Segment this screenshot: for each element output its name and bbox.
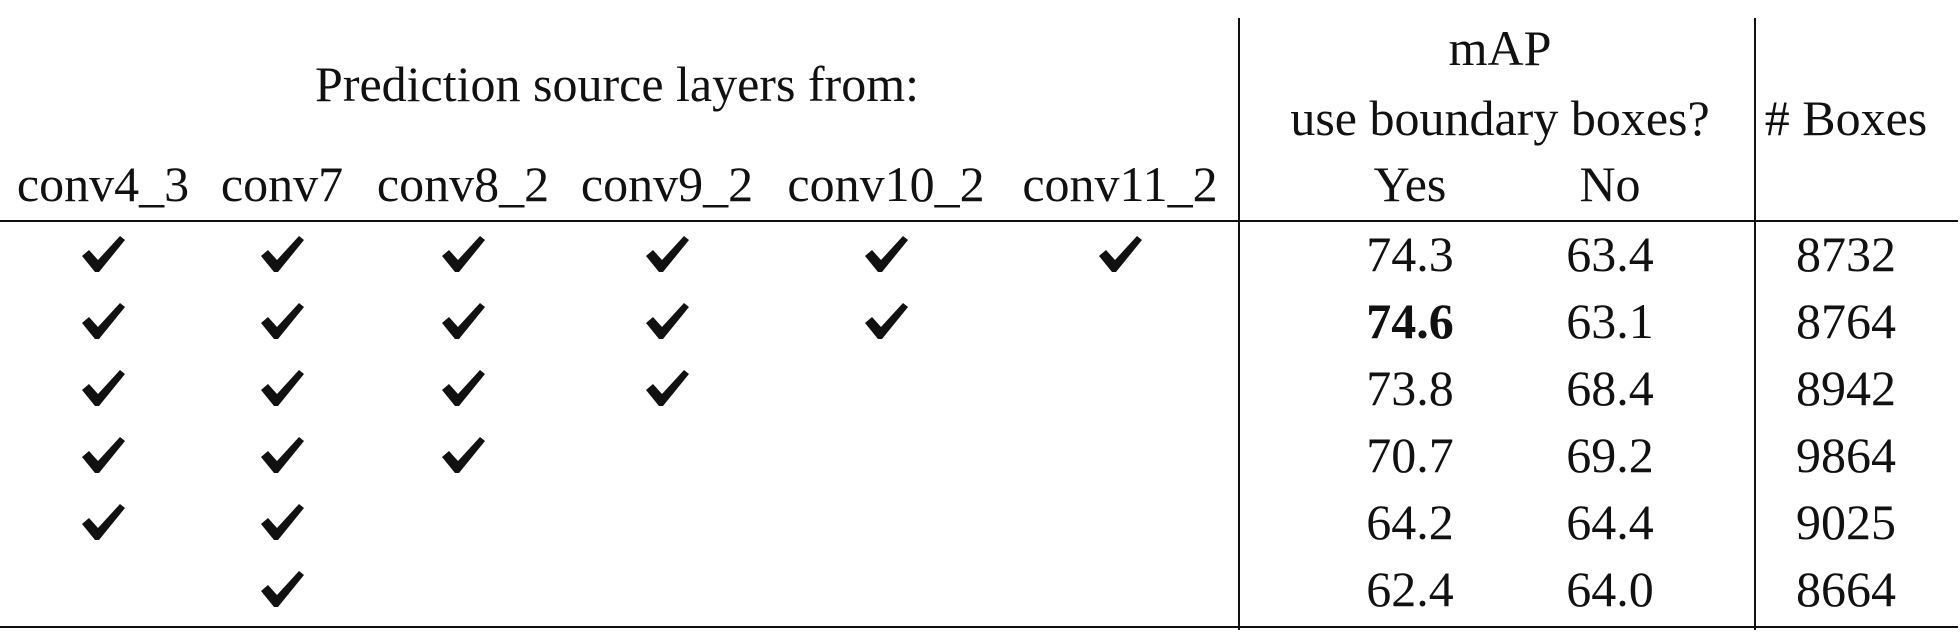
map-yes-cell: 73.8 [1366, 360, 1454, 416]
heavy-check-mark-icon [1099, 236, 1142, 272]
col-header-conv4_3: conv4_3 [16, 156, 190, 212]
col-header-conv11_2: conv11_2 [1022, 156, 1218, 212]
heavy-check-mark-icon [82, 370, 125, 406]
bottom-rule [0, 626, 1958, 628]
heavy-check-mark-icon [261, 370, 304, 406]
boxes-cell: 8664 [1796, 561, 1896, 617]
boxes-header: # Boxes [1764, 90, 1928, 146]
vertical-rule-right [1754, 18, 1756, 630]
boxes-cell: 8732 [1796, 226, 1896, 282]
heavy-check-mark-icon [865, 303, 908, 339]
vertical-rule-left [1238, 18, 1240, 630]
map-yes-cell: 64.2 [1366, 494, 1454, 550]
boxes-cell: 8942 [1796, 360, 1896, 416]
map-no-cell: 63.4 [1566, 226, 1654, 282]
map-yes-cell: 70.7 [1366, 427, 1454, 483]
heavy-check-mark-icon [646, 370, 689, 406]
boxes-cell: 9025 [1796, 494, 1896, 550]
heavy-check-mark-icon [442, 437, 485, 473]
heavy-check-mark-icon [442, 303, 485, 339]
map-yes-cell: 74.6 [1366, 293, 1454, 349]
col-header-conv8_2: conv8_2 [376, 156, 550, 212]
map-no-cell: 64.0 [1566, 561, 1654, 617]
boxes-cell: 8764 [1796, 293, 1896, 349]
heavy-check-mark-icon [261, 236, 304, 272]
heavy-check-mark-icon [442, 236, 485, 272]
heavy-check-mark-icon [261, 504, 304, 540]
map-no-cell: 69.2 [1566, 427, 1654, 483]
col-header-no: No [1579, 156, 1641, 212]
heavy-check-mark-icon [261, 437, 304, 473]
heavy-check-mark-icon [646, 303, 689, 339]
map-header-line2: use boundary boxes? [1290, 90, 1710, 146]
map-no-cell: 64.4 [1566, 494, 1654, 550]
layers-group-header: Prediction source layers from: [315, 56, 919, 112]
heavy-check-mark-icon [646, 236, 689, 272]
heavy-check-mark-icon [442, 370, 485, 406]
map-no-cell: 63.1 [1566, 293, 1654, 349]
heavy-check-mark-icon [261, 303, 304, 339]
heavy-check-mark-icon [865, 236, 908, 272]
col-header-conv10_2: conv10_2 [787, 156, 985, 212]
map-yes-cell: 62.4 [1366, 561, 1454, 617]
col-header-conv9_2: conv9_2 [580, 156, 754, 212]
map-yes-cell: 74.3 [1366, 226, 1454, 282]
heavy-check-mark-icon [82, 303, 125, 339]
heavy-check-mark-icon [82, 504, 125, 540]
heavy-check-mark-icon [82, 236, 125, 272]
boxes-cell: 9864 [1796, 427, 1896, 483]
col-header-yes: Yes [1373, 156, 1447, 212]
heavy-check-mark-icon [261, 571, 304, 607]
header-rule [0, 220, 1958, 222]
map-no-cell: 68.4 [1566, 360, 1654, 416]
heavy-check-mark-icon [82, 437, 125, 473]
map-header-line1: mAP [1448, 20, 1552, 76]
col-header-conv7: conv7 [220, 156, 344, 212]
